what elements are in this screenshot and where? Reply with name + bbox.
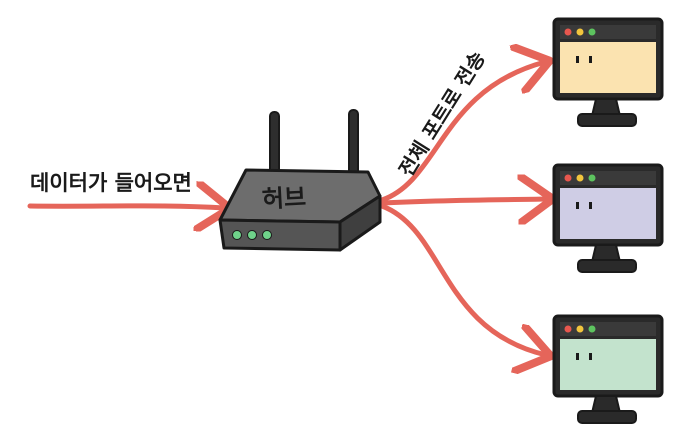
monitor-base <box>577 259 637 273</box>
hub-antenna-left <box>269 111 280 177</box>
hub-led <box>262 230 272 240</box>
monitor-base <box>577 113 637 127</box>
screen-eye <box>576 353 579 360</box>
monitor-base <box>577 410 637 424</box>
computer-bottom <box>552 314 664 424</box>
hub-label: 허브 <box>261 183 307 213</box>
hub-device: 허브 <box>218 109 382 252</box>
screen-eye <box>589 202 592 209</box>
hub-antenna-right <box>348 109 359 177</box>
outgoing-arrow-middle <box>379 199 548 203</box>
window-titlebar <box>560 25 656 39</box>
hub-led <box>232 230 242 240</box>
screen-eye <box>576 56 579 63</box>
window-titlebar <box>560 322 656 336</box>
window-close-dot <box>564 28 572 36</box>
broadcast-label: 전체 포트로 전송 <box>394 47 490 181</box>
hub-side-face <box>338 194 382 252</box>
window-maximize-dot <box>588 28 596 36</box>
window-maximize-dot <box>588 174 596 182</box>
window-minimize-dot <box>576 28 584 36</box>
window-minimize-dot <box>576 325 584 333</box>
window-titlebar <box>560 171 656 185</box>
outgoing-arrow-top <box>379 62 545 203</box>
monitor-screen <box>560 188 656 239</box>
screen-eye <box>589 56 592 63</box>
outgoing-arrow-bottom <box>379 203 546 355</box>
screen-eye <box>589 353 592 360</box>
incoming-label: 데이터가 들어오면 <box>30 171 192 195</box>
computer-middle <box>552 163 664 273</box>
window-close-dot <box>564 325 572 333</box>
window-minimize-dot <box>576 174 584 182</box>
incoming-arrow <box>27 206 225 208</box>
window-close-dot <box>564 174 572 182</box>
computer-top <box>552 17 664 127</box>
monitor-screen <box>560 42 656 93</box>
window-maximize-dot <box>588 325 596 333</box>
monitor-screen <box>560 339 656 390</box>
screen-eye <box>576 202 579 209</box>
hub-led <box>247 230 257 240</box>
